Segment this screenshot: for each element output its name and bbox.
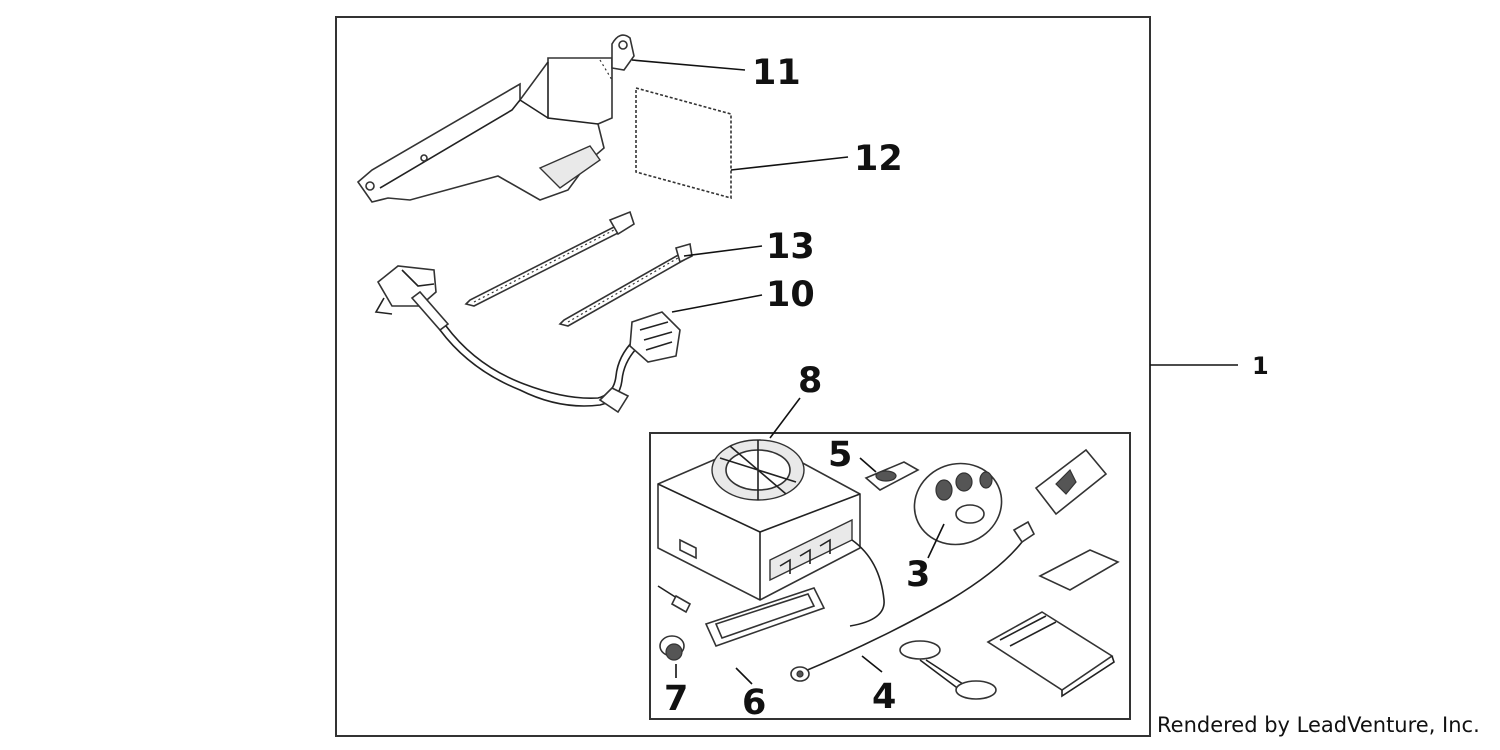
callout-5: 5	[828, 435, 852, 475]
callout-11: 11	[752, 53, 801, 93]
screw-part	[657, 585, 692, 614]
callout-4: 4	[872, 677, 896, 717]
callout-10: 10	[766, 275, 815, 315]
callout-1: 1	[1252, 352, 1269, 380]
wire-harness-part	[374, 265, 681, 414]
key-set	[899, 640, 997, 700]
callout-12: 12	[854, 139, 903, 179]
callout-3: 3	[906, 555, 930, 595]
grommet-part	[659, 635, 685, 661]
cable-tie-1	[464, 210, 635, 307]
callout-13: 13	[766, 227, 815, 267]
manual-booklet	[986, 611, 1115, 698]
antenna-wire-part	[790, 520, 1036, 682]
pad-part	[635, 86, 732, 200]
subkit-frame	[649, 432, 1131, 720]
callout-7: 7	[664, 679, 688, 719]
callout-6: 6	[742, 683, 766, 723]
kit-frame	[335, 16, 1151, 737]
remote-fob-part	[913, 462, 1003, 546]
alarm-unit-part	[657, 439, 885, 627]
manual-card-2	[1038, 549, 1120, 591]
callout-8: 8	[798, 361, 822, 401]
render-credit: Rendered by LeadVenture, Inc.	[1157, 713, 1480, 737]
clip-part	[864, 461, 920, 491]
manual-card-1	[1034, 448, 1108, 516]
leader-lines	[631, 59, 1238, 685]
cable-tie-2	[558, 242, 693, 327]
bracket-part	[356, 34, 635, 203]
gasket-part	[704, 587, 826, 647]
